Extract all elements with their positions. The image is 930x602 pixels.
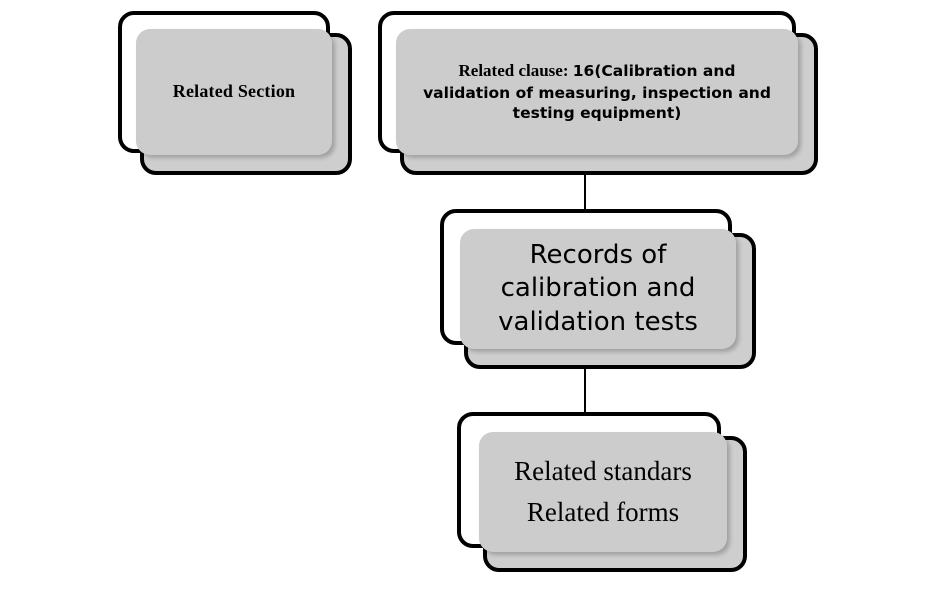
records-line-1: Records of bbox=[529, 240, 667, 271]
node-related-section[interactable]: Related Section bbox=[118, 11, 354, 177]
node-related-standards-forms[interactable]: Related standars Related forms bbox=[457, 412, 747, 572]
node-label-related-section: Related Section bbox=[172, 81, 296, 102]
card-inner-panel: Related clause: 16(Calibration and valid… bbox=[396, 29, 798, 155]
records-line-3: validation tests bbox=[498, 306, 698, 337]
clause-line-1: 16(Calibration and bbox=[572, 61, 736, 80]
card-inner-panel: Related Section bbox=[136, 29, 332, 155]
connector-records-to-standards bbox=[584, 345, 586, 440]
node-label-related-standards-forms: Related standars Related forms bbox=[479, 451, 727, 533]
card-inner-panel: Related standars Related forms bbox=[479, 432, 727, 552]
standards-line-2: Related forms bbox=[526, 497, 680, 527]
node-label-related-clause: Related clause: 16(Calibration and valid… bbox=[396, 60, 798, 125]
card-inner-panel: Records of calibration and validation te… bbox=[460, 229, 736, 349]
node-label-records-of-calibration: Records of calibration and validation te… bbox=[460, 239, 736, 339]
clause-line-3: testing equipment) bbox=[512, 104, 682, 123]
clause-lead-text: Related clause: bbox=[458, 60, 573, 80]
clause-line-2: validation of measuring, inspection and bbox=[423, 83, 771, 102]
standards-line-1: Related standars bbox=[514, 455, 692, 486]
node-related-clause[interactable]: Related clause: 16(Calibration and valid… bbox=[378, 11, 822, 177]
node-records-of-calibration[interactable]: Records of calibration and validation te… bbox=[440, 209, 756, 369]
connector-clause-to-records bbox=[584, 140, 586, 240]
records-line-2: calibration and bbox=[500, 273, 696, 304]
